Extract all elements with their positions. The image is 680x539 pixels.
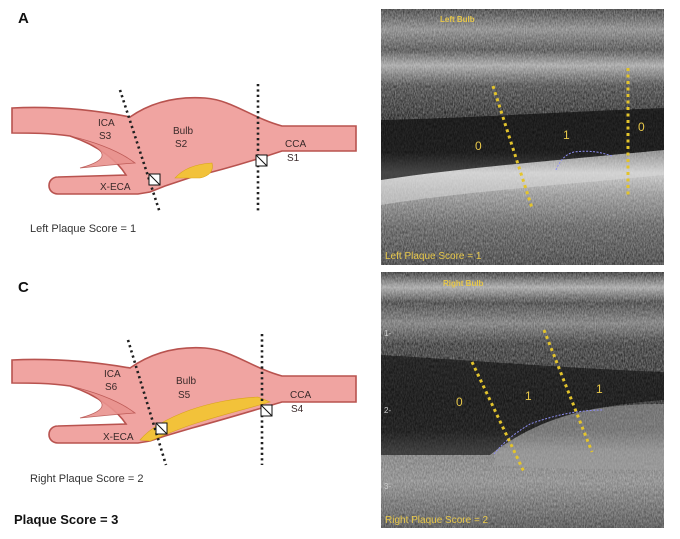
depth-tick: 1- [384, 329, 391, 338]
segment-score-1: 1 [563, 128, 570, 142]
panel-b: B Left Bulb 0 1 0 Left Plaque Score = 1 [381, 9, 664, 265]
vessel-body [11, 96, 357, 195]
bulb-label: Bulb [173, 126, 193, 137]
segment-score-1: 1 [525, 389, 532, 403]
plaque-bulb [174, 162, 213, 179]
vessel-diagram-right: ICA S6 Bulb S5 CCA S4 X-ECA [11, 334, 357, 466]
vessel-lumen [381, 355, 664, 455]
eca-label: X-ECA [100, 182, 131, 193]
divider-line-ica [126, 339, 168, 466]
vessel-wall-band [495, 404, 664, 470]
transducer-marker [155, 422, 168, 435]
depth-tick: 3- [384, 482, 391, 491]
left-plaque-score-caption: Left Plaque Score = 1 [30, 223, 136, 235]
right-plaque-score-caption: Right Plaque Score = 2 [30, 473, 143, 485]
transducer-marker [255, 154, 268, 167]
ica-label: ICA [104, 369, 121, 380]
ultrasound-title-left: Left Bulb [440, 15, 475, 24]
plaque-trace-left [555, 150, 613, 171]
vessel-body [11, 346, 357, 444]
panel-a: A ICA S3 Bulb S2 CCA S1 X-ECA Left Plaqu… [11, 10, 357, 235]
segment-line [470, 361, 526, 473]
bulb-segment-label: S5 [178, 390, 191, 401]
ultrasound-caption-right: Right Plaque Score = 2 [385, 515, 489, 526]
segment-line [491, 85, 534, 209]
plaque-bulb [139, 396, 271, 442]
ica-segment-label: S6 [105, 382, 118, 393]
ultrasound-title-right: Right Bulb [443, 279, 484, 288]
vessel-wall-band [381, 150, 664, 205]
eca-label: X-ECA [103, 432, 134, 443]
panel-a-letter: A [18, 10, 29, 27]
segment-score-2: 1 [596, 382, 603, 396]
bulb-segment-label: S2 [175, 139, 188, 150]
segment-score-2: 0 [638, 120, 645, 134]
plaque-trace-right [493, 409, 605, 455]
total-plaque-score: Plaque Score = 3 [14, 512, 118, 527]
ultrasound-caption-left: Left Plaque Score = 1 [385, 251, 482, 262]
segment-score-0: 0 [456, 395, 463, 409]
vessel-bifurcation-notch [69, 385, 137, 419]
vessel-lumen [381, 108, 664, 180]
panel-c: C ICA S6 Bulb S5 CCA S4 X-ECA Right Plaq… [11, 279, 357, 485]
depth-tick: 2- [384, 406, 391, 415]
vessel-bifurcation-notch [69, 135, 137, 169]
bulb-label: Bulb [176, 376, 196, 387]
cca-label: CCA [290, 390, 311, 401]
panel-c-letter: C [18, 279, 29, 296]
segment-line [542, 329, 594, 453]
vessel-diagram-left: ICA S3 Bulb S2 CCA S1 X-ECA [11, 84, 357, 214]
cca-segment-label: S4 [291, 404, 304, 415]
transducer-marker [260, 404, 273, 417]
ica-segment-label: S3 [99, 131, 112, 142]
panel-d: D Right Bulb 1- 2- 3- 0 1 1 Right Plaque… [381, 272, 664, 528]
cca-label: CCA [285, 139, 306, 150]
transducer-marker [148, 173, 161, 186]
segment-score-0: 0 [475, 139, 482, 153]
ica-label: ICA [98, 118, 115, 129]
cca-segment-label: S1 [287, 153, 300, 164]
